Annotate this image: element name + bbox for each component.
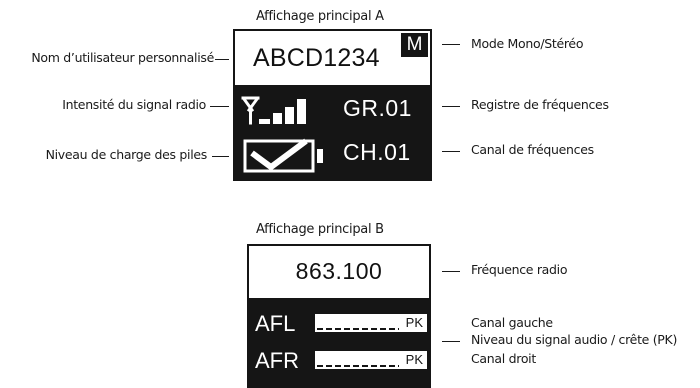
user-name-row: ABCD1234 M [235, 31, 430, 85]
left-channel-label: AFL [255, 311, 296, 336]
callout-frequency-group: Registre de fréquences [471, 97, 609, 112]
display-a-title: Affichage principal A [256, 9, 384, 24]
leader-line-user-name [215, 59, 229, 61]
left-meter-scale [317, 328, 399, 330]
callout-frequency-channel: Canal de fréquences [471, 142, 594, 157]
leader-line-frequency [442, 271, 460, 273]
display-b-title: Affichage principal B [256, 222, 384, 237]
leader-line-channel [442, 151, 460, 153]
callout-audio-level: Niveau du signal audio / crête (PK) [471, 332, 678, 347]
right-meter-scale [317, 365, 399, 367]
left-audio-meter: PK [315, 314, 427, 332]
callout-radio-frequency: Fréquence radio [471, 262, 568, 277]
callout-mono-stereo: Mode Mono/Stéréo [471, 36, 584, 51]
channel-value: CH.01 [343, 139, 411, 165]
right-peak-label: PK [405, 352, 423, 367]
leader-line-mono-stereo [442, 44, 460, 46]
leader-line-group [442, 106, 460, 108]
user-name-value: ABCD1234 [253, 44, 380, 72]
leader-line-audio-level [442, 341, 460, 343]
frequency-group-value: GR.01 [343, 95, 412, 121]
signal-strength-icon [241, 96, 306, 125]
main-display-a: ABCD1234 M GR.01 CH.01 [233, 29, 432, 181]
leader-line-signal [210, 106, 229, 108]
radio-frequency-value: 863.100 [295, 258, 383, 284]
right-channel-label: AFR [255, 348, 299, 373]
frequency-row: 863.100 [249, 246, 429, 298]
mono-indicator: M [401, 33, 428, 57]
main-display-b: 863.100 AFL PK AFR PK [247, 244, 431, 388]
callout-right-channel: Canal droit [471, 351, 536, 366]
callout-user-name: Nom d’utilisateur personnalisé [31, 50, 214, 65]
left-peak-label: PK [405, 315, 423, 330]
callout-left-channel: Canal gauche [471, 315, 553, 330]
leader-line-battery [212, 156, 229, 158]
battery-icon [243, 138, 323, 173]
right-audio-meter: PK [315, 351, 427, 369]
callout-signal-strength: Intensité du signal radio [62, 97, 206, 112]
callout-battery-level: Niveau de charge des piles [45, 147, 208, 162]
